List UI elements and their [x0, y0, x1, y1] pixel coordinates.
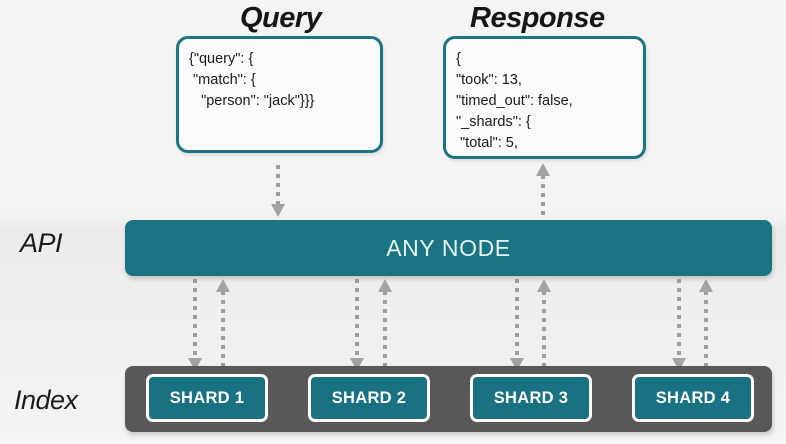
response-json-line: "took": 13,	[456, 72, 522, 88]
arrow-down-icon	[672, 279, 686, 371]
arrow-stem	[704, 291, 708, 371]
shard-box-1[interactable]: SHARD 1	[146, 374, 268, 422]
query-json-panel: {"query": { "match": { "person": "jack"}…	[176, 36, 383, 153]
arrow-head	[216, 279, 230, 292]
arrow-stem	[221, 291, 225, 371]
arrow-head	[699, 279, 713, 292]
shard-box-2[interactable]: SHARD 2	[308, 374, 430, 422]
arrow-down-icon	[188, 279, 202, 371]
arrow-stem	[515, 279, 519, 359]
arrow-head	[271, 204, 285, 217]
shard-label: SHARD 4	[655, 388, 731, 407]
arrow-head	[536, 163, 550, 176]
any-node-label: ANY NODE	[386, 234, 511, 261]
arrow-stem	[677, 279, 681, 359]
response-json-line: "_shards": {	[456, 114, 531, 130]
query-json-line: "match": {	[189, 72, 256, 88]
response-json-line: "timed_out": false,	[456, 93, 573, 109]
response-json-line: "total": 5,	[456, 135, 518, 151]
arrow-up-icon	[378, 279, 392, 371]
arrow-up-icon	[216, 279, 230, 371]
response-json-line: {	[456, 51, 461, 67]
row-label-index: Index	[14, 385, 78, 415]
shard-box-4[interactable]: SHARD 4	[632, 374, 754, 422]
query-json-line: "person": "jack"}}}	[189, 93, 315, 109]
query-panel-title: Query	[240, 2, 322, 34]
shard-label: SHARD 1	[169, 388, 245, 407]
arrow-stem	[542, 291, 546, 371]
arrow-up-icon	[537, 279, 551, 371]
row-label-api: API	[20, 228, 63, 258]
response-json-panel: { "took": 13, "timed_out": false, "_shar…	[443, 36, 646, 159]
arrow-stem	[355, 279, 359, 359]
arrow-head	[378, 279, 392, 292]
arrow-down-icon	[271, 165, 285, 217]
query-json-line: {"query": {	[189, 51, 254, 67]
shard-label: SHARD 2	[331, 388, 407, 407]
arrow-stem	[541, 175, 545, 219]
arrow-up-icon	[536, 163, 550, 219]
arrow-stem	[276, 165, 280, 205]
arrow-stem	[383, 291, 387, 371]
arrow-down-icon	[510, 279, 524, 371]
arrow-stem	[193, 279, 197, 359]
arrow-head	[537, 279, 551, 292]
arrow-up-icon	[699, 279, 713, 371]
response-panel-title: Response	[470, 2, 605, 34]
shard-box-3[interactable]: SHARD 3	[470, 374, 592, 422]
any-node-bar[interactable]: ANY NODE	[125, 220, 772, 276]
arrow-down-icon	[350, 279, 364, 371]
shard-label: SHARD 3	[493, 388, 569, 407]
